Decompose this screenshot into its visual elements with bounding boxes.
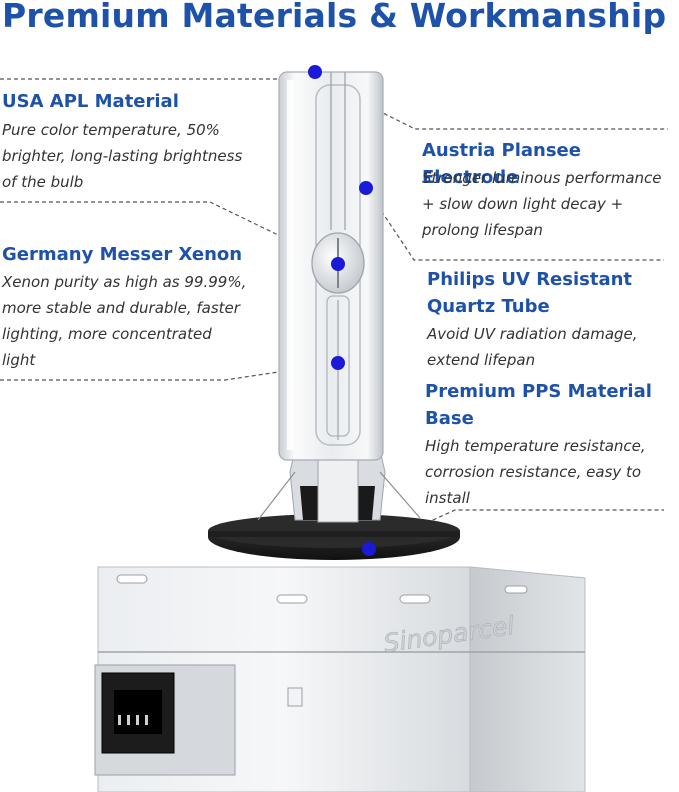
page-title: Premium Materials & Workmanship	[2, 0, 667, 35]
feature-heading: Base	[425, 408, 474, 429]
quartz-tube	[278, 71, 384, 461]
feature-line: Avoid UV radiation damage,	[427, 325, 638, 343]
marker-dot	[359, 181, 373, 195]
feature-line: lighting, more concentrated	[2, 325, 212, 343]
feature-heading: Austria Plansee Electrode	[422, 140, 581, 188]
feature-line: more stable and durable, faster	[2, 299, 240, 317]
black-mount-ring	[208, 514, 460, 560]
feature-heading: USA APL Material	[2, 91, 179, 112]
feature-heading: Germany Messer Xenon	[2, 244, 243, 265]
feature-line: install	[425, 489, 470, 507]
feature-line: prolong lifespan	[422, 221, 543, 239]
marker-dot	[308, 65, 322, 79]
pps-base: Sinoparcel	[94, 566, 586, 792]
feature-heading: Philips UV Resistant	[427, 269, 633, 290]
feature-line: Stronger luminous performance	[422, 169, 662, 187]
marker-dot	[331, 257, 345, 271]
feature-heading: Quartz Tube	[427, 296, 550, 317]
callout-markers	[308, 65, 376, 556]
feature-line: + slow down light decay +	[422, 195, 624, 213]
feature-line: light	[2, 351, 36, 369]
feature-heading: Premium PPS Material	[425, 381, 652, 402]
feature-line: Pure color temperature, 50%	[2, 121, 220, 139]
marker-dot	[331, 356, 345, 370]
bulb-socket	[257, 449, 421, 523]
feature-line: extend lifepan	[427, 351, 536, 369]
feature-line: Xenon purity as high as 99.99%,	[2, 273, 247, 291]
feature-line: brighter, long-lasting brightness	[2, 147, 243, 165]
feature-line: corrosion resistance, easy to	[425, 463, 642, 481]
feature-line: High temperature resistance,	[425, 437, 646, 455]
feature-line: of the bulb	[2, 173, 84, 191]
marker-dot	[362, 542, 376, 556]
